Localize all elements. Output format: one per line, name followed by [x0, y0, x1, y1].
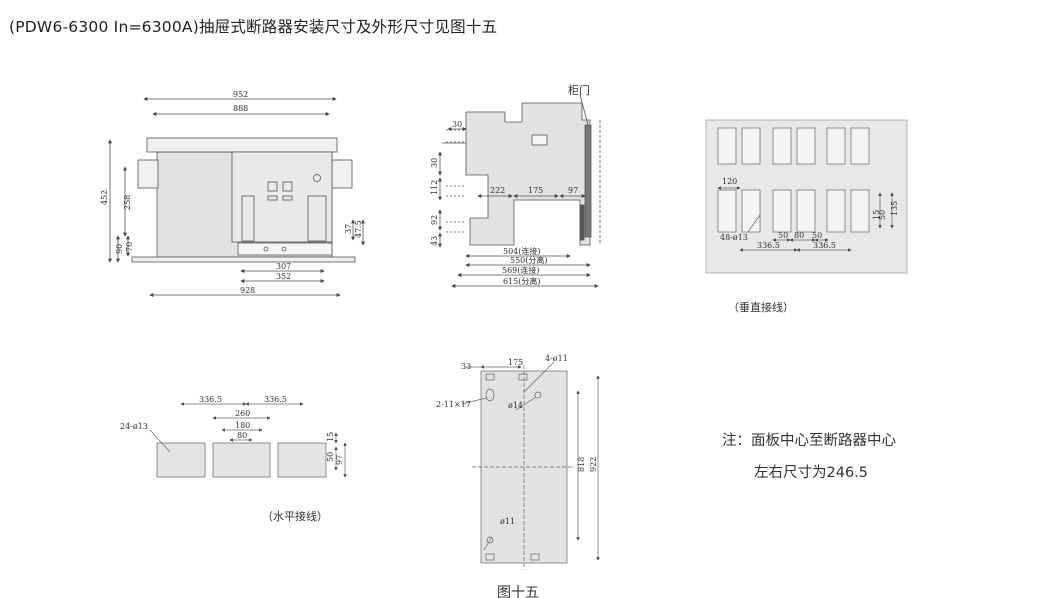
dim-336-5-b: 336.5 — [813, 241, 836, 250]
dim-90: 90 — [115, 244, 124, 254]
dim-888: 888 — [233, 104, 248, 113]
cabinet-door-label: 柜门 — [568, 83, 590, 97]
dim-336-5-a: 336.5 — [757, 241, 780, 250]
dim-952: 952 — [233, 90, 248, 99]
dim-d11: ø11 — [500, 517, 515, 526]
horizontal-wiring-caption: （水平接线） — [262, 509, 328, 523]
dim-15: 15 — [872, 210, 881, 220]
dim-550: 550(分离) — [510, 255, 548, 265]
dim-47-5: 47.5 — [354, 220, 363, 238]
dim-50-a: 50 — [778, 231, 788, 240]
vertical-wiring-caption: （垂直接线） — [728, 300, 794, 314]
dim-452: 452 — [100, 190, 109, 205]
note-line-1: 注：面板中心至断路器中心 — [722, 431, 896, 449]
dim-24-holes: 24-ø13 — [120, 422, 148, 431]
side-view — [438, 94, 601, 288]
dim-50-b: 50 — [812, 231, 822, 240]
front-view — [108, 97, 365, 297]
dim-30-top: 30 — [452, 120, 462, 129]
dim-504: 504(连接) — [503, 246, 541, 256]
note-line-2: 左右尺寸为246.5 — [754, 464, 868, 481]
dim-180: 180 — [235, 421, 250, 430]
dim-70: 70 — [125, 242, 134, 252]
dim-569: 569(连接) — [502, 265, 540, 275]
dim-30-left: 30 — [430, 158, 439, 168]
dim-120: 120 — [722, 177, 737, 186]
dim-4-holes: 4-ø11 — [545, 354, 568, 363]
dim-175: 175 — [508, 358, 523, 367]
dim-80: 80 — [237, 431, 247, 440]
dim-33: 33 — [461, 362, 471, 371]
dim-336-5-b: 336.5 — [264, 395, 287, 404]
dim-222: 222 — [490, 186, 505, 195]
dim-48-holes: 48-ø13 — [720, 233, 748, 242]
dim-175: 175 — [528, 186, 543, 195]
figure-caption: 图十五 — [497, 585, 539, 598]
dim-818: 818 — [577, 457, 586, 472]
dim-260: 260 — [235, 409, 250, 418]
dim-97: 97 — [568, 186, 578, 195]
dim-80: 80 — [794, 231, 804, 240]
mounting-plate-view — [461, 361, 600, 570]
dim-43: 43 — [430, 236, 439, 246]
dim-135: 135 — [890, 201, 899, 216]
dim-112: 112 — [430, 180, 439, 195]
dim-92: 92 — [430, 215, 439, 225]
dim-50: 50 — [326, 452, 335, 462]
dim-352: 352 — [276, 272, 291, 281]
dim-615: 615(分离) — [503, 276, 541, 286]
dim-50-c: 50 — [878, 210, 887, 220]
dim-37: 37 — [344, 224, 353, 234]
dim-307: 307 — [276, 262, 291, 271]
page-heading: (PDW6-6300 In=6300A)抽屉式断路器安装尺寸及外形尺寸见图十五 — [9, 18, 498, 36]
dim-d14: ø14 — [508, 401, 523, 410]
vertical-wiring-view — [705, 119, 908, 274]
dim-258: 258 — [123, 195, 132, 210]
dim-336-5-a: 336.5 — [199, 395, 222, 404]
dim-15: 15 — [326, 432, 335, 442]
horizontal-wiring-view — [149, 402, 347, 478]
dim-slot: 2-11×17 — [436, 400, 471, 409]
dim-97: 97 — [335, 455, 344, 465]
dim-922: 922 — [589, 457, 598, 472]
dim-928: 928 — [240, 286, 255, 295]
